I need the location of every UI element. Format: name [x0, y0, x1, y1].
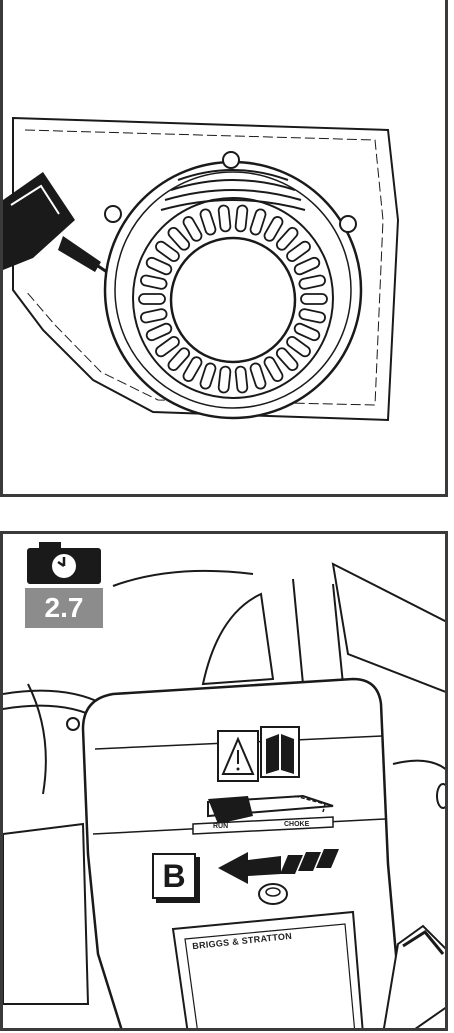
vent-slot [275, 347, 299, 372]
warning-icon [217, 730, 259, 782]
figure-panel-starter [0, 0, 448, 497]
vent-slot [249, 362, 267, 390]
vent-slot [293, 256, 321, 276]
recoil-starter-illustration [3, 116, 400, 422]
vent-slot [155, 240, 180, 262]
vent-slot [234, 204, 249, 233]
lever-label-run: RUN [213, 823, 229, 830]
vent-slot [286, 240, 311, 262]
vent-slot [298, 274, 326, 290]
vent-slot [217, 365, 232, 394]
vent-slot [138, 293, 166, 305]
lever-label-choke: CHOKE [284, 821, 310, 828]
vent-slot [234, 365, 249, 394]
vent-slot [298, 308, 326, 324]
vent-slot [286, 336, 311, 358]
manual-icon [260, 726, 300, 778]
vent-slot [167, 226, 191, 251]
vent-slot [199, 208, 217, 236]
vent-slot [167, 347, 191, 372]
vent-slot [263, 356, 284, 382]
screwdriver-icon [3, 172, 108, 274]
vent-slot [300, 293, 328, 305]
photo-reference-badge: 2.7 [25, 588, 103, 628]
vent-slot [199, 362, 217, 390]
vent-slot [145, 256, 173, 276]
choke-lever-illustration [3, 562, 445, 1028]
vent-slot [249, 208, 267, 236]
vent-slot [182, 356, 203, 382]
vent-slot [293, 322, 321, 342]
vent-slot [263, 216, 284, 242]
vent-slot [140, 274, 168, 290]
camera-icon [25, 542, 103, 586]
vent-slot [140, 308, 168, 324]
vent-slot [275, 226, 299, 251]
arrow-left-icon [218, 849, 339, 884]
vent-slot [182, 216, 203, 242]
vent-slot [155, 336, 180, 358]
vent-slot [217, 204, 232, 233]
vent-slot [145, 322, 173, 342]
callout-letter: B [152, 853, 196, 899]
